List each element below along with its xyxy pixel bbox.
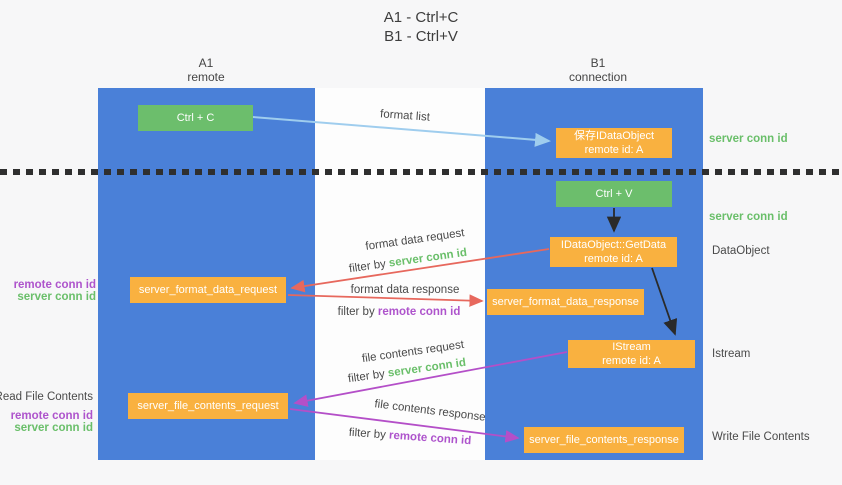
left-conn-id-pair-1: remote conn id server conn id [14,279,96,303]
session-divider-dashed-line [0,169,842,175]
box-server-file-contents-request-label: server_file_contents_request [137,400,279,412]
label-filter-by-remote-conn-id-1: filter by remote conn id [338,306,461,318]
title-line-2: B1 - Ctrl+V [384,28,458,45]
right-column-role: connection [568,70,628,84]
box-istream: IStream remote id: A [568,340,695,368]
filter-by-text: filter by [348,426,387,442]
left-column-name: A1 [198,56,214,70]
label-server-conn-id-top: server conn id [709,133,788,145]
filter-by-text: filter by [337,306,375,318]
title-line-1: A1 - Ctrl+C [383,9,459,26]
box-ctrl-v: Ctrl + V [556,181,672,207]
label-dataobject: DataObject [712,245,770,257]
box-idataobject-getdata-line2: remote id: A [584,253,643,265]
box-server-file-contents-request: server_file_contents_request [128,393,288,419]
label-read-file-contents: Read File Contents [0,391,93,403]
label-write-file-contents: Write File Contents [712,431,810,443]
box-save-idataobject-line2: remote id: A [584,144,644,156]
box-server-format-data-response: server_format_data_response [487,289,644,315]
label-server-conn-id-mid: server conn id [709,211,788,223]
left-conn-id-pair-2: remote conn id server conn id [11,410,93,434]
box-istream-line1: IStream [612,341,651,353]
box-server-format-data-response-label: server_format_data_response [492,296,639,308]
left-column-header: A1 remote [187,56,224,84]
box-server-file-contents-response: server_file_contents_response [524,427,684,453]
label-istream: Istream [712,348,751,360]
box-idataobject-getdata-line1: IDataObject::GetData [560,239,667,251]
box-ctrl-c-label: Ctrl + C [176,112,215,124]
box-server-file-contents-response-label: server_file_contents_response [529,434,679,446]
box-server-format-data-request-label: server_format_data_request [138,284,278,296]
label-server-conn-id-left-1: server conn id [17,291,96,303]
left-column-role: remote [187,70,225,84]
box-save-idataobject: 保存IDataObject remote id: A [556,128,672,158]
box-ctrl-v-label: Ctrl + V [595,188,633,200]
label-server-conn-id-left-2: server conn id [14,422,93,434]
box-server-format-data-request: server_format_data_request [130,277,286,303]
diagram-title: A1 - Ctrl+C B1 - Ctrl+V [384,8,459,46]
box-ctrl-c: Ctrl + C [138,105,253,131]
box-idataobject-getdata: IDataObject::GetData remote id: A [550,237,677,267]
right-column-header: B1 connection [569,56,627,84]
label-format-data-response: format data response [350,284,460,296]
box-save-idataobject-line1: 保存IDataObject [573,130,655,142]
label-remote-conn-id-left-1: remote conn id [13,279,96,291]
label-remote-conn-id-left-2: remote conn id [10,410,93,422]
box-istream-line2: remote id: A [602,355,661,367]
remote-conn-id-text: remote conn id [377,306,461,318]
right-column-name: B1 [590,56,606,70]
